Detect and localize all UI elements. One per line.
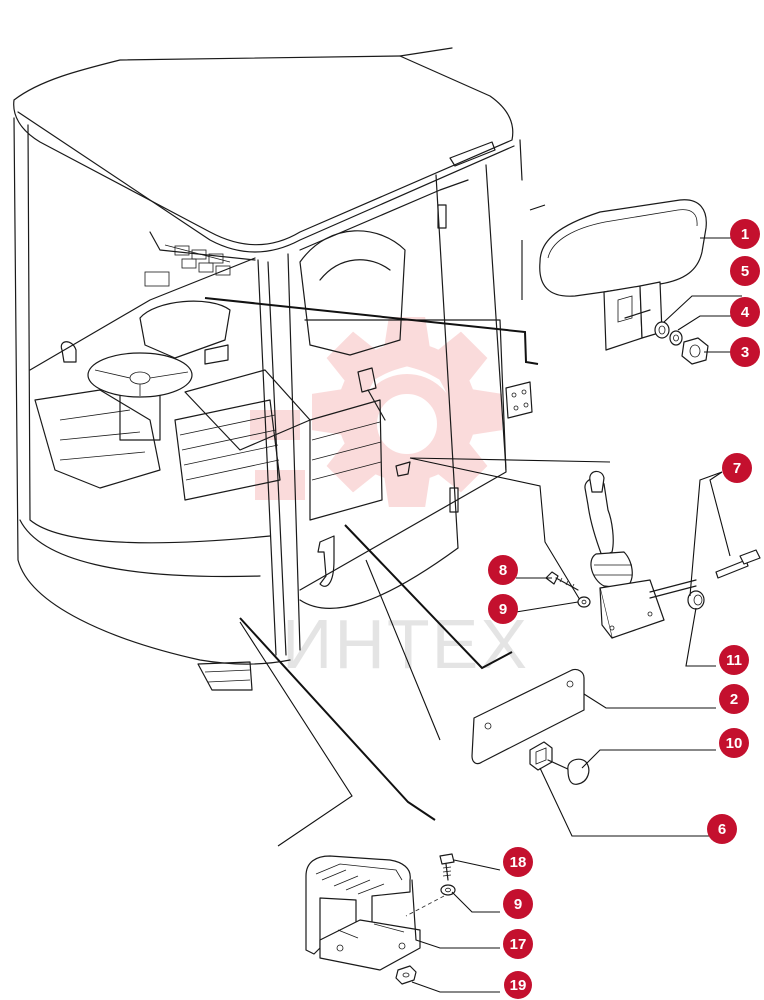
svg-text:5: 5 (741, 263, 749, 280)
svg-text:2: 2 (730, 691, 738, 708)
svg-text:7: 7 (733, 460, 741, 477)
projection-lines (204, 204, 611, 847)
part-bolt-8 (545, 571, 579, 591)
svg-text:4: 4 (741, 304, 750, 321)
part-knob-10 (547, 758, 590, 785)
svg-text:1: 1 (741, 226, 749, 243)
svg-text:10: 10 (726, 735, 743, 752)
part-nut-19 (395, 965, 417, 985)
part-plate-2 (471, 668, 585, 765)
part-washer-9-lower (405, 884, 456, 917)
svg-text:8: 8 (499, 562, 507, 579)
svg-text:3: 3 (741, 344, 749, 361)
part-bolt-18 (439, 853, 455, 881)
callout-3: 3 (730, 337, 760, 367)
cab-door (257, 164, 533, 656)
svg-text:9: 9 (514, 896, 522, 913)
svg-text:9: 9 (499, 601, 507, 618)
part-armrest (539, 199, 707, 351)
callout-9-lower: 9 (503, 889, 533, 919)
part-washer-5 (654, 321, 670, 339)
callout-9-upper: 9 (488, 594, 518, 624)
part-washer-9 (577, 596, 591, 608)
callout-8: 8 (488, 555, 518, 585)
cab-illustration (13, 47, 533, 691)
callout-badges: 1 5 4 3 7 8 9 11 2 10 6 18 9 17 19 (488, 219, 760, 999)
svg-text:18: 18 (510, 854, 527, 871)
part-joystick-assembly (584, 470, 761, 639)
part-clip-6 (529, 741, 553, 771)
callout-4: 4 (730, 297, 760, 327)
watermark-text: ИНТЕХ (282, 605, 529, 683)
watermark: ИНТЕХ (250, 317, 529, 683)
callout-7: 7 (722, 453, 752, 483)
callout-19: 19 (504, 971, 532, 999)
callout-10: 10 (719, 728, 749, 758)
callout-11: 11 (719, 645, 749, 675)
steering-wheel (87, 352, 193, 441)
callout-6: 6 (707, 814, 737, 844)
operator-seat (174, 230, 406, 521)
callout-5: 5 (730, 256, 760, 286)
dashboard-keypad (144, 245, 231, 287)
part-lock-washer-4 (669, 330, 683, 346)
callout-17: 17 (503, 929, 533, 959)
callout-1: 1 (730, 219, 760, 249)
callout-2: 2 (719, 684, 749, 714)
svg-text:6: 6 (718, 821, 726, 838)
svg-text:17: 17 (510, 936, 527, 953)
part-nut-3 (681, 337, 709, 365)
callout-18: 18 (503, 847, 533, 877)
part-step-bracket-17 (305, 855, 421, 971)
svg-text:19: 19 (510, 977, 527, 994)
svg-text:11: 11 (726, 652, 742, 669)
